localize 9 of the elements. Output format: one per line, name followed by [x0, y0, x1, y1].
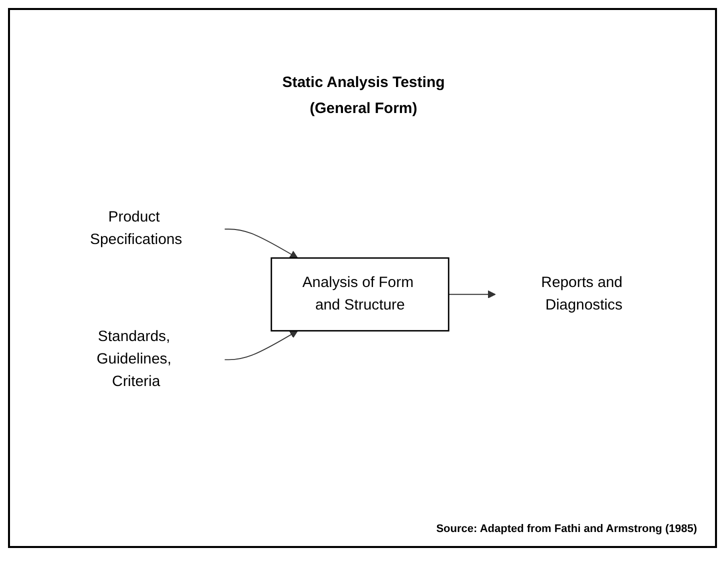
node-text: Product Specifications — [90, 210, 182, 248]
title: Static Analysis Testing (General Form) — [281, 73, 446, 118]
node-text: Standards, Guidelines, Criteria — [96, 328, 172, 390]
caption: Source: Adapted from Fathi and Armstrong (1985) — [436, 523, 697, 535]
node-box: Analysis of Form and Structure — [270, 257, 450, 332]
node-text: Reports and Diagnostics — [541, 274, 622, 314]
arrow — [224, 330, 298, 360]
arrow — [448, 290, 496, 298]
arrow — [224, 228, 298, 258]
